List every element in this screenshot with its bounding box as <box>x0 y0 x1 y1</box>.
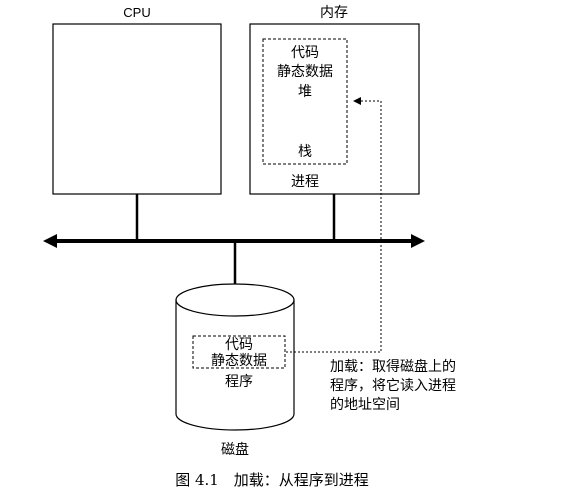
system-bus <box>43 234 425 248</box>
disk-code-label: 代码 <box>225 337 253 353</box>
memory-label: 内存 <box>320 5 348 21</box>
disk-program-label: 程序 <box>225 374 253 390</box>
annotation-line-2: 程序，将它读入进程 <box>330 377 456 394</box>
load-arrow <box>286 97 382 353</box>
memory-stack-label: 栈 <box>298 144 312 160</box>
disk-cylinder <box>175 283 295 431</box>
figure-caption: 图 4.1 加载：从程序到进程 <box>175 471 369 489</box>
memory-code-label: 代码 <box>291 45 319 61</box>
disk-program-box <box>192 335 286 369</box>
disk-label: 磁盘 <box>221 441 249 458</box>
memory-box <box>249 23 420 195</box>
process-address-space <box>262 38 348 165</box>
annotation-line-1: 加载：取得磁盘上的 <box>330 358 456 375</box>
process-label: 进程 <box>291 174 319 190</box>
cpu-label: CPU <box>123 5 150 20</box>
memory-static-data-label: 静态数据 <box>277 64 333 80</box>
disk-static-data-label: 静态数据 <box>211 353 267 369</box>
cpu-box <box>52 23 222 195</box>
annotation-line-3: 的地址空间 <box>330 397 400 413</box>
memory-heap-label: 堆 <box>298 84 312 100</box>
